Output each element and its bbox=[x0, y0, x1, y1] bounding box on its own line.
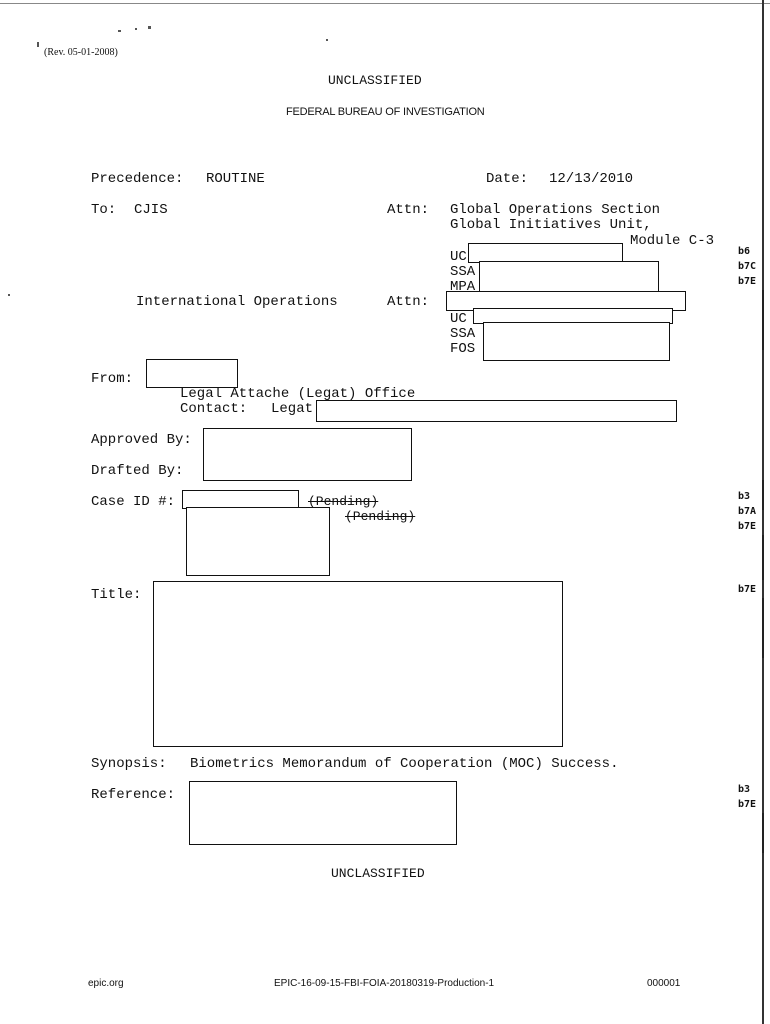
scan-right-edge bbox=[762, 0, 764, 1024]
reference-label: Reference: bbox=[91, 787, 176, 803]
scan-speck bbox=[118, 30, 121, 32]
attn2-label: Attn: bbox=[387, 294, 430, 310]
exemption-code: b7A bbox=[738, 506, 757, 517]
exemption-code: b7E bbox=[738, 584, 757, 595]
exemption-code: b3 bbox=[738, 784, 751, 795]
approved-by-label: Approved By: bbox=[91, 432, 192, 448]
classification-top: UNCLASSIFIED bbox=[328, 73, 422, 88]
margin-bracket bbox=[762, 598, 764, 658]
agency-name: FEDERAL BUREAU OF INVESTIGATION bbox=[286, 106, 485, 118]
synopsis-value: Biometrics Memorandum of Cooperation (MO… bbox=[190, 756, 619, 772]
to-label: To: bbox=[91, 202, 117, 218]
attn2-fos: FOS bbox=[450, 341, 476, 357]
exemption-code: b7E bbox=[738, 799, 757, 810]
drafted-by-label: Drafted By: bbox=[91, 463, 184, 479]
attn2-ssa: SSA bbox=[450, 326, 476, 342]
attn-uc: UC bbox=[450, 249, 467, 265]
redaction-box bbox=[316, 400, 677, 422]
date-value: 12/13/2010 bbox=[549, 171, 634, 187]
from-office-text: Legal Attache (Legat) Office bbox=[180, 386, 416, 402]
redaction-box bbox=[146, 359, 238, 388]
redaction-box bbox=[153, 581, 563, 747]
pending-1: (Pending) bbox=[308, 494, 379, 509]
scan-speck bbox=[135, 28, 137, 30]
exemption-code: b3 bbox=[738, 491, 751, 502]
margin-bracket bbox=[762, 535, 764, 580]
exemption-code: b7E bbox=[738, 276, 757, 287]
case-id-label: Case ID #: bbox=[91, 494, 176, 510]
exemption-code: b7C bbox=[738, 261, 757, 272]
revision-date: (Rev. 05-01-2008) bbox=[44, 47, 118, 58]
redaction-box bbox=[468, 243, 623, 263]
exemption-code: b7E bbox=[738, 521, 757, 532]
redaction-box bbox=[189, 781, 457, 845]
scan-speck bbox=[37, 42, 39, 47]
classification-bottom: UNCLASSIFIED bbox=[331, 866, 425, 881]
margin-bracket bbox=[762, 480, 764, 510]
attn-line-1: Global Operations Section bbox=[450, 202, 661, 218]
attn2-uc: UC bbox=[450, 311, 467, 327]
intl-ops-label: International Operations bbox=[136, 294, 338, 310]
redaction-box bbox=[483, 322, 670, 361]
title-label: Title: bbox=[91, 587, 142, 603]
footer-production-id: EPIC-16-09-15-FBI-FOIA-20180319-Producti… bbox=[274, 978, 495, 989]
scan-speck bbox=[148, 26, 151, 29]
scan-top-edge bbox=[0, 3, 770, 4]
attn-label: Attn: bbox=[387, 202, 430, 218]
footer-source: epic.org bbox=[88, 978, 124, 989]
contact-value: Legat bbox=[271, 401, 314, 417]
date-label: Date: bbox=[486, 171, 529, 187]
scan-speck bbox=[326, 39, 328, 41]
exemption-code: b6 bbox=[738, 246, 751, 257]
to-value: CJIS bbox=[134, 202, 168, 218]
synopsis-label: Synopsis: bbox=[91, 756, 167, 772]
scan-speck bbox=[8, 294, 10, 296]
redaction-box bbox=[186, 507, 330, 576]
contact-label: Contact: bbox=[180, 401, 248, 417]
from-label: From: bbox=[91, 371, 134, 387]
attn-line-2: Global Initiatives Unit, bbox=[450, 217, 652, 233]
pending-2: (Pending) bbox=[345, 509, 416, 524]
precedence-label: Precedence: bbox=[91, 171, 184, 187]
attn-line-3: Module C-3 bbox=[630, 233, 715, 249]
from-office: Legal Attache (Legat) Office bbox=[180, 386, 415, 402]
margin-bracket bbox=[762, 813, 764, 853]
footer-page-number: 000001 bbox=[647, 978, 681, 989]
margin-bracket bbox=[762, 290, 764, 350]
redaction-box bbox=[203, 428, 412, 481]
attn-ssa: SSA bbox=[450, 264, 476, 280]
precedence-value: ROUTINE bbox=[206, 171, 265, 187]
